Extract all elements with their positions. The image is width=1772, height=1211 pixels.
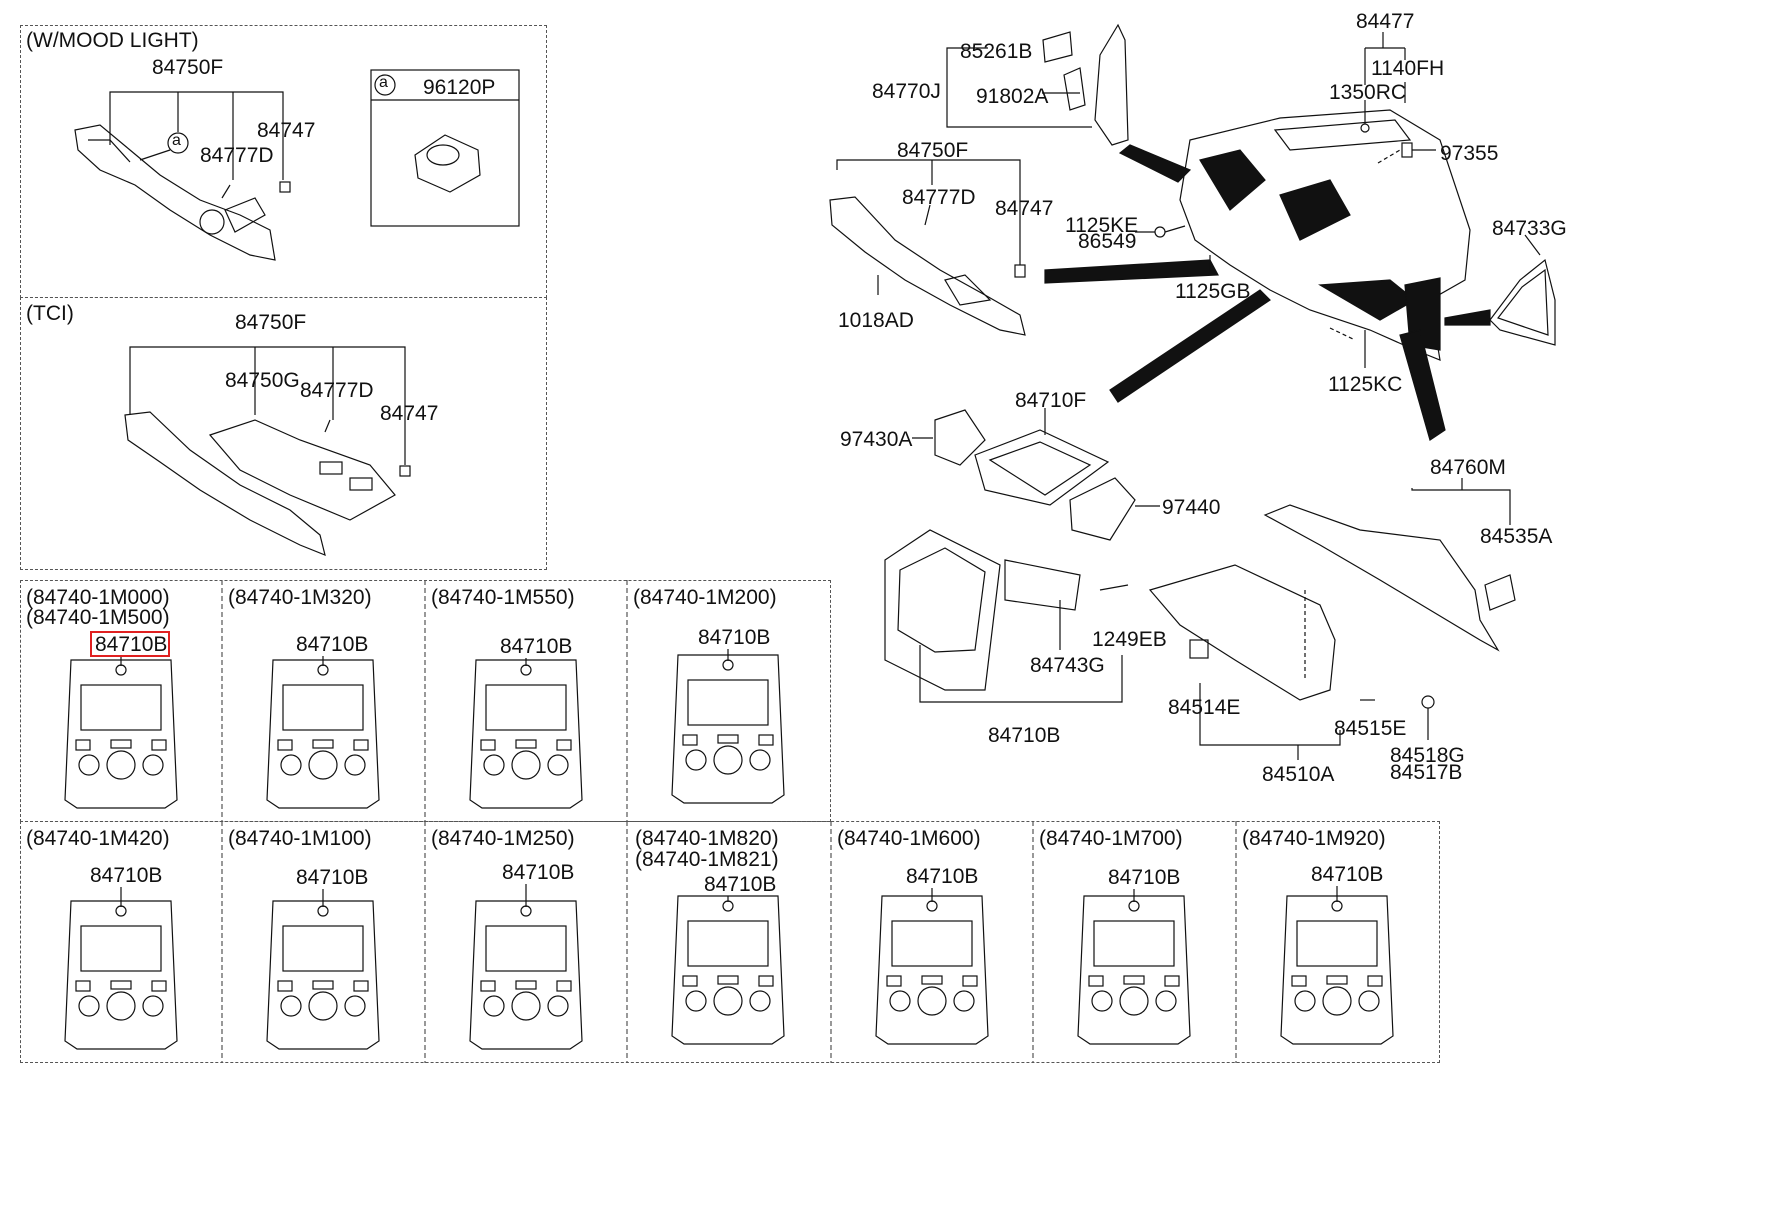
part-1249EB: 1249EB — [1092, 628, 1167, 651]
variant-code: (84740-1M700) — [1039, 827, 1183, 850]
variant-code: (84740-1M000) — [26, 586, 170, 609]
faceplate-1 — [266, 656, 380, 809]
faceplate-8 — [875, 888, 989, 1045]
variant-part-number: 84710B — [90, 864, 163, 887]
tci-84777D: 84777D — [300, 379, 374, 402]
variant-part-number: 84710B — [1311, 863, 1384, 886]
part-84535A: 84535A — [1480, 525, 1553, 548]
tci-title: (TCI) — [26, 302, 74, 325]
part-84514E: 84514E — [1168, 696, 1241, 719]
part-97355: 97355 — [1440, 142, 1499, 165]
part-97430A: 97430A — [840, 428, 913, 451]
part-84517B: 84517B — [1390, 761, 1463, 784]
variant-part-number: 84710B — [906, 865, 979, 888]
part-84477: 84477 — [1356, 10, 1415, 33]
mood-84747: 84747 — [257, 119, 316, 142]
variant-part-number: 84710B — [296, 866, 369, 889]
mood-84777D: 84777D — [200, 144, 274, 167]
tci-84750G: 84750G — [225, 369, 300, 392]
mood-84750F: 84750F — [152, 56, 224, 79]
part-84760M: 84760M — [1430, 456, 1506, 479]
part-84510A: 84510A — [1262, 763, 1335, 786]
part-84710B: 84710B — [988, 724, 1061, 747]
tci-84747: 84747 — [380, 402, 439, 425]
variant-part-number: 84710B — [500, 635, 573, 658]
part-1018AD: 1018AD — [838, 309, 914, 332]
faceplate-9 — [1077, 889, 1191, 1045]
mood-a-marker: a — [172, 132, 181, 149]
part-85261B: 85261B — [960, 40, 1033, 63]
faceplate-6 — [469, 884, 583, 1050]
variant-code: (84740-1M600) — [837, 827, 981, 850]
variant-part-number: 84710B — [704, 873, 777, 896]
part-1125GB: 1125GB — [1175, 280, 1251, 303]
tci-84750F: 84750F — [235, 311, 307, 334]
variant-part-number: 84710B — [296, 633, 369, 656]
variant-code: (84740-1M250) — [431, 827, 575, 850]
part-84747: 84747 — [995, 197, 1054, 220]
part-84518G: 84518G — [1390, 744, 1465, 767]
variant-code: (84740-1M200) — [633, 586, 777, 609]
variant-code: (84740-1M100) — [228, 827, 372, 850]
part-1140FH: 1140FH — [1371, 57, 1445, 80]
part-91802A: 91802A — [976, 85, 1049, 108]
part-84515E: 84515E — [1334, 717, 1407, 740]
part-1125KE: 1125KE — [1065, 214, 1139, 237]
part-1350RC: 1350RC — [1329, 81, 1407, 104]
variant-code: (84740-1M420) — [26, 827, 170, 850]
faceplate-10 — [1280, 886, 1394, 1045]
variant-code-alt: (84740-1M500) — [26, 606, 170, 629]
faceplate-2 — [469, 658, 583, 809]
highlight-box — [90, 631, 170, 657]
part-84750F: 84750F — [897, 139, 969, 162]
variant-code: (84740-1M550) — [431, 586, 575, 609]
part-84770J: 84770J — [872, 80, 941, 103]
variant-part-number: 84710B — [1108, 866, 1181, 889]
mood-96120P: 96120P — [423, 76, 496, 99]
part-84733G: 84733G — [1492, 217, 1567, 240]
tci-section — [20, 297, 547, 570]
faceplate-4 — [64, 887, 178, 1050]
variants-row2 — [20, 821, 1440, 1063]
part-84743G: 84743G — [1030, 654, 1105, 677]
faceplate-7 — [671, 895, 785, 1045]
variant-code: (84740-1M820) — [635, 827, 779, 850]
inset-a-marker: a — [379, 74, 388, 91]
variant-part-number: 84710B — [698, 626, 771, 649]
part-84710F: 84710F — [1015, 389, 1087, 412]
faceplate-3 — [671, 649, 785, 804]
variant-part-number: 84710B — [502, 861, 575, 884]
faceplate-5 — [266, 889, 380, 1050]
variant-part-number: 84710B — [95, 633, 168, 656]
part-86549: 86549 — [1078, 230, 1137, 253]
variant-code-alt: (84740-1M821) — [635, 848, 779, 871]
part-1125KC: 1125KC — [1328, 373, 1403, 396]
variant-code: (84740-1M920) — [1242, 827, 1386, 850]
variant-code: (84740-1M320) — [228, 586, 372, 609]
part-97440: 97440 — [1162, 496, 1221, 519]
faceplate-0 — [64, 656, 178, 809]
mood-light-title: (W/MOOD LIGHT) — [26, 29, 199, 52]
part-84777D: 84777D — [902, 186, 976, 209]
